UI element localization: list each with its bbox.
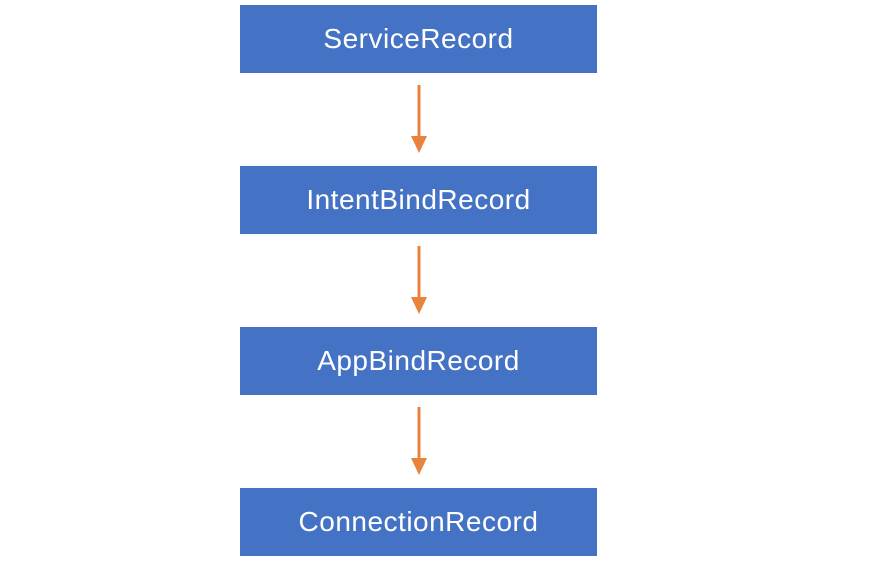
flow-column: ServiceRecord IntentBindRecord AppBindRe… [240, 5, 597, 556]
flow-node-appbindrecord: AppBindRecord [240, 327, 597, 395]
node-label-servicerecord: ServiceRecord [323, 23, 514, 54]
flow-node-servicerecord: ServiceRecord [240, 5, 597, 73]
flow-node-connectionrecord: ConnectionRecord [240, 488, 597, 556]
node-label-connectionrecord: ConnectionRecord [298, 506, 539, 537]
node-label-intentbindrecord: IntentBindRecord [306, 184, 531, 215]
node-label-appbindrecord: AppBindRecord [317, 345, 520, 376]
down-arrow-icon [410, 246, 427, 314]
down-arrow-icon [410, 85, 427, 153]
down-arrow-icon [410, 407, 427, 475]
flow-node-intentbindrecord: IntentBindRecord [240, 166, 597, 234]
